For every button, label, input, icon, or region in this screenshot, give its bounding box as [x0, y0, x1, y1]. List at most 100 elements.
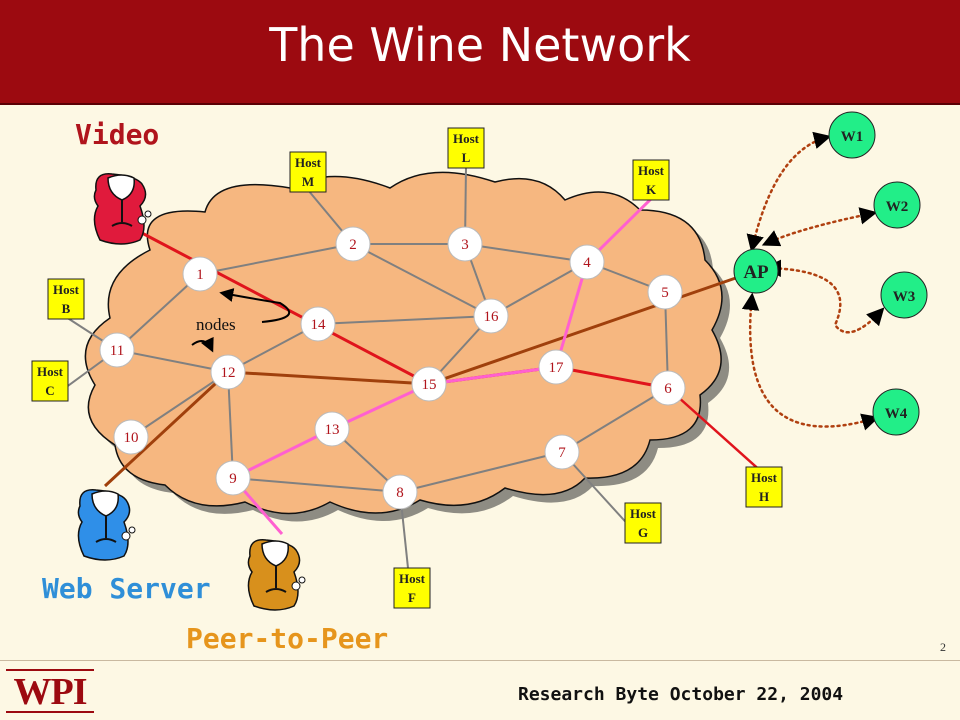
- router-node-16: 16: [473, 298, 509, 334]
- title-bar: [0, 0, 960, 105]
- router-node-5: 5: [647, 274, 683, 310]
- network-cloud: [84, 171, 730, 522]
- svg-text:Host: Host: [453, 131, 480, 146]
- peer-to-peer-caption: Peer-to-Peer: [186, 622, 389, 655]
- svg-text:L: L: [462, 150, 471, 165]
- router-node-17: 17: [538, 349, 574, 385]
- link-1-11: [116, 273, 201, 351]
- svg-text:Host: Host: [630, 506, 657, 521]
- link-9-8: [232, 477, 401, 493]
- wireless-link-w2: [761, 207, 878, 247]
- router-label: 8: [396, 485, 404, 501]
- video-caption: Video: [75, 118, 160, 151]
- wireless-node-w2: W2: [873, 181, 921, 229]
- router-label: 4: [583, 255, 591, 271]
- wireless-link-w3: [763, 259, 885, 334]
- router-label: 15: [422, 377, 437, 393]
- nodes-annotation: nodes: [191, 288, 291, 353]
- svg-text:H: H: [759, 489, 769, 504]
- slide-title: The Wine Network: [269, 18, 691, 72]
- router-label: 16: [484, 309, 500, 325]
- router-label: 12: [221, 365, 236, 381]
- svg-text:Host: Host: [295, 155, 322, 170]
- router-node-11: 11: [99, 332, 135, 368]
- router-node-15: 15: [411, 366, 447, 402]
- router-node-7: 7: [544, 434, 580, 470]
- router-node-10: 10: [113, 419, 149, 455]
- link-11-12: [116, 349, 229, 373]
- svg-text:nodes: nodes: [196, 315, 236, 334]
- router-label: 3: [461, 237, 469, 253]
- link-1-2: [199, 243, 354, 275]
- footer-text: Research Byte October 22, 2004: [518, 684, 844, 705]
- svg-text:Host: Host: [53, 282, 80, 297]
- router-label: 6: [664, 381, 672, 397]
- svg-text:C: C: [45, 383, 54, 398]
- wireless-node-w1: W1: [828, 111, 876, 159]
- svg-text:W4: W4: [885, 406, 908, 422]
- web-server-path: [103, 269, 757, 488]
- router-label: 5: [661, 285, 669, 301]
- wireless-node-w4: W4: [872, 388, 920, 436]
- wireless-link-w1: [746, 131, 832, 253]
- svg-text:Host: Host: [399, 571, 426, 586]
- router-node-9: 9: [215, 460, 251, 496]
- svg-text:W3: W3: [893, 289, 916, 305]
- wpi-logo-text: WPI: [13, 671, 88, 713]
- svg-text:W1: W1: [841, 129, 864, 145]
- svg-text:Host: Host: [751, 470, 778, 485]
- wireless-links: [741, 131, 885, 431]
- link-2-16: [352, 243, 492, 317]
- link-14-16: [317, 315, 492, 325]
- wireless-link-w4: [741, 292, 880, 431]
- web-server-wine-glass-icon: [77, 489, 136, 561]
- svg-text:AP: AP: [743, 262, 769, 283]
- router-node-6: 6: [650, 370, 686, 406]
- router-node-4: 4: [569, 244, 605, 280]
- router-label: 17: [549, 360, 565, 376]
- wireless-node-w3: W3: [880, 271, 928, 319]
- router-label: 13: [325, 422, 340, 438]
- svg-text:M: M: [302, 174, 314, 189]
- link-8-7: [399, 451, 563, 493]
- web-server-caption: Web Server: [42, 572, 211, 605]
- link-7-6: [561, 387, 669, 453]
- link-12-9: [227, 371, 234, 479]
- host-h-link: [667, 387, 765, 475]
- router-label: 1: [196, 267, 204, 283]
- router-node-13: 13: [314, 411, 350, 447]
- svg-text:B: B: [62, 301, 71, 316]
- router-label: 2: [349, 237, 357, 253]
- peer-to-peer-wine-glass-icon: [247, 539, 306, 611]
- router-node-12: 12: [210, 354, 246, 390]
- router-node-2: 2: [335, 226, 371, 262]
- router-label: 11: [110, 343, 124, 359]
- nodes-arrow-1: [219, 288, 291, 323]
- router-label: 10: [124, 430, 139, 446]
- router-label: 14: [311, 317, 327, 333]
- router-node-8: 8: [382, 474, 418, 510]
- link-16-4: [490, 261, 588, 317]
- link-10-12: [130, 371, 229, 438]
- footer-divider: [0, 660, 960, 661]
- router-label: 9: [229, 471, 237, 487]
- router-label: 7: [558, 445, 566, 461]
- svg-text:K: K: [646, 182, 657, 197]
- router-node-3: 3: [447, 226, 483, 262]
- nodes-arrow-2: [191, 336, 214, 353]
- access-point-node: AP: [733, 248, 779, 294]
- page-number: 2: [940, 640, 946, 654]
- svg-text:W2: W2: [886, 199, 909, 215]
- wpi-logo: [6, 669, 94, 713]
- wine-glass-icons: [77, 173, 306, 611]
